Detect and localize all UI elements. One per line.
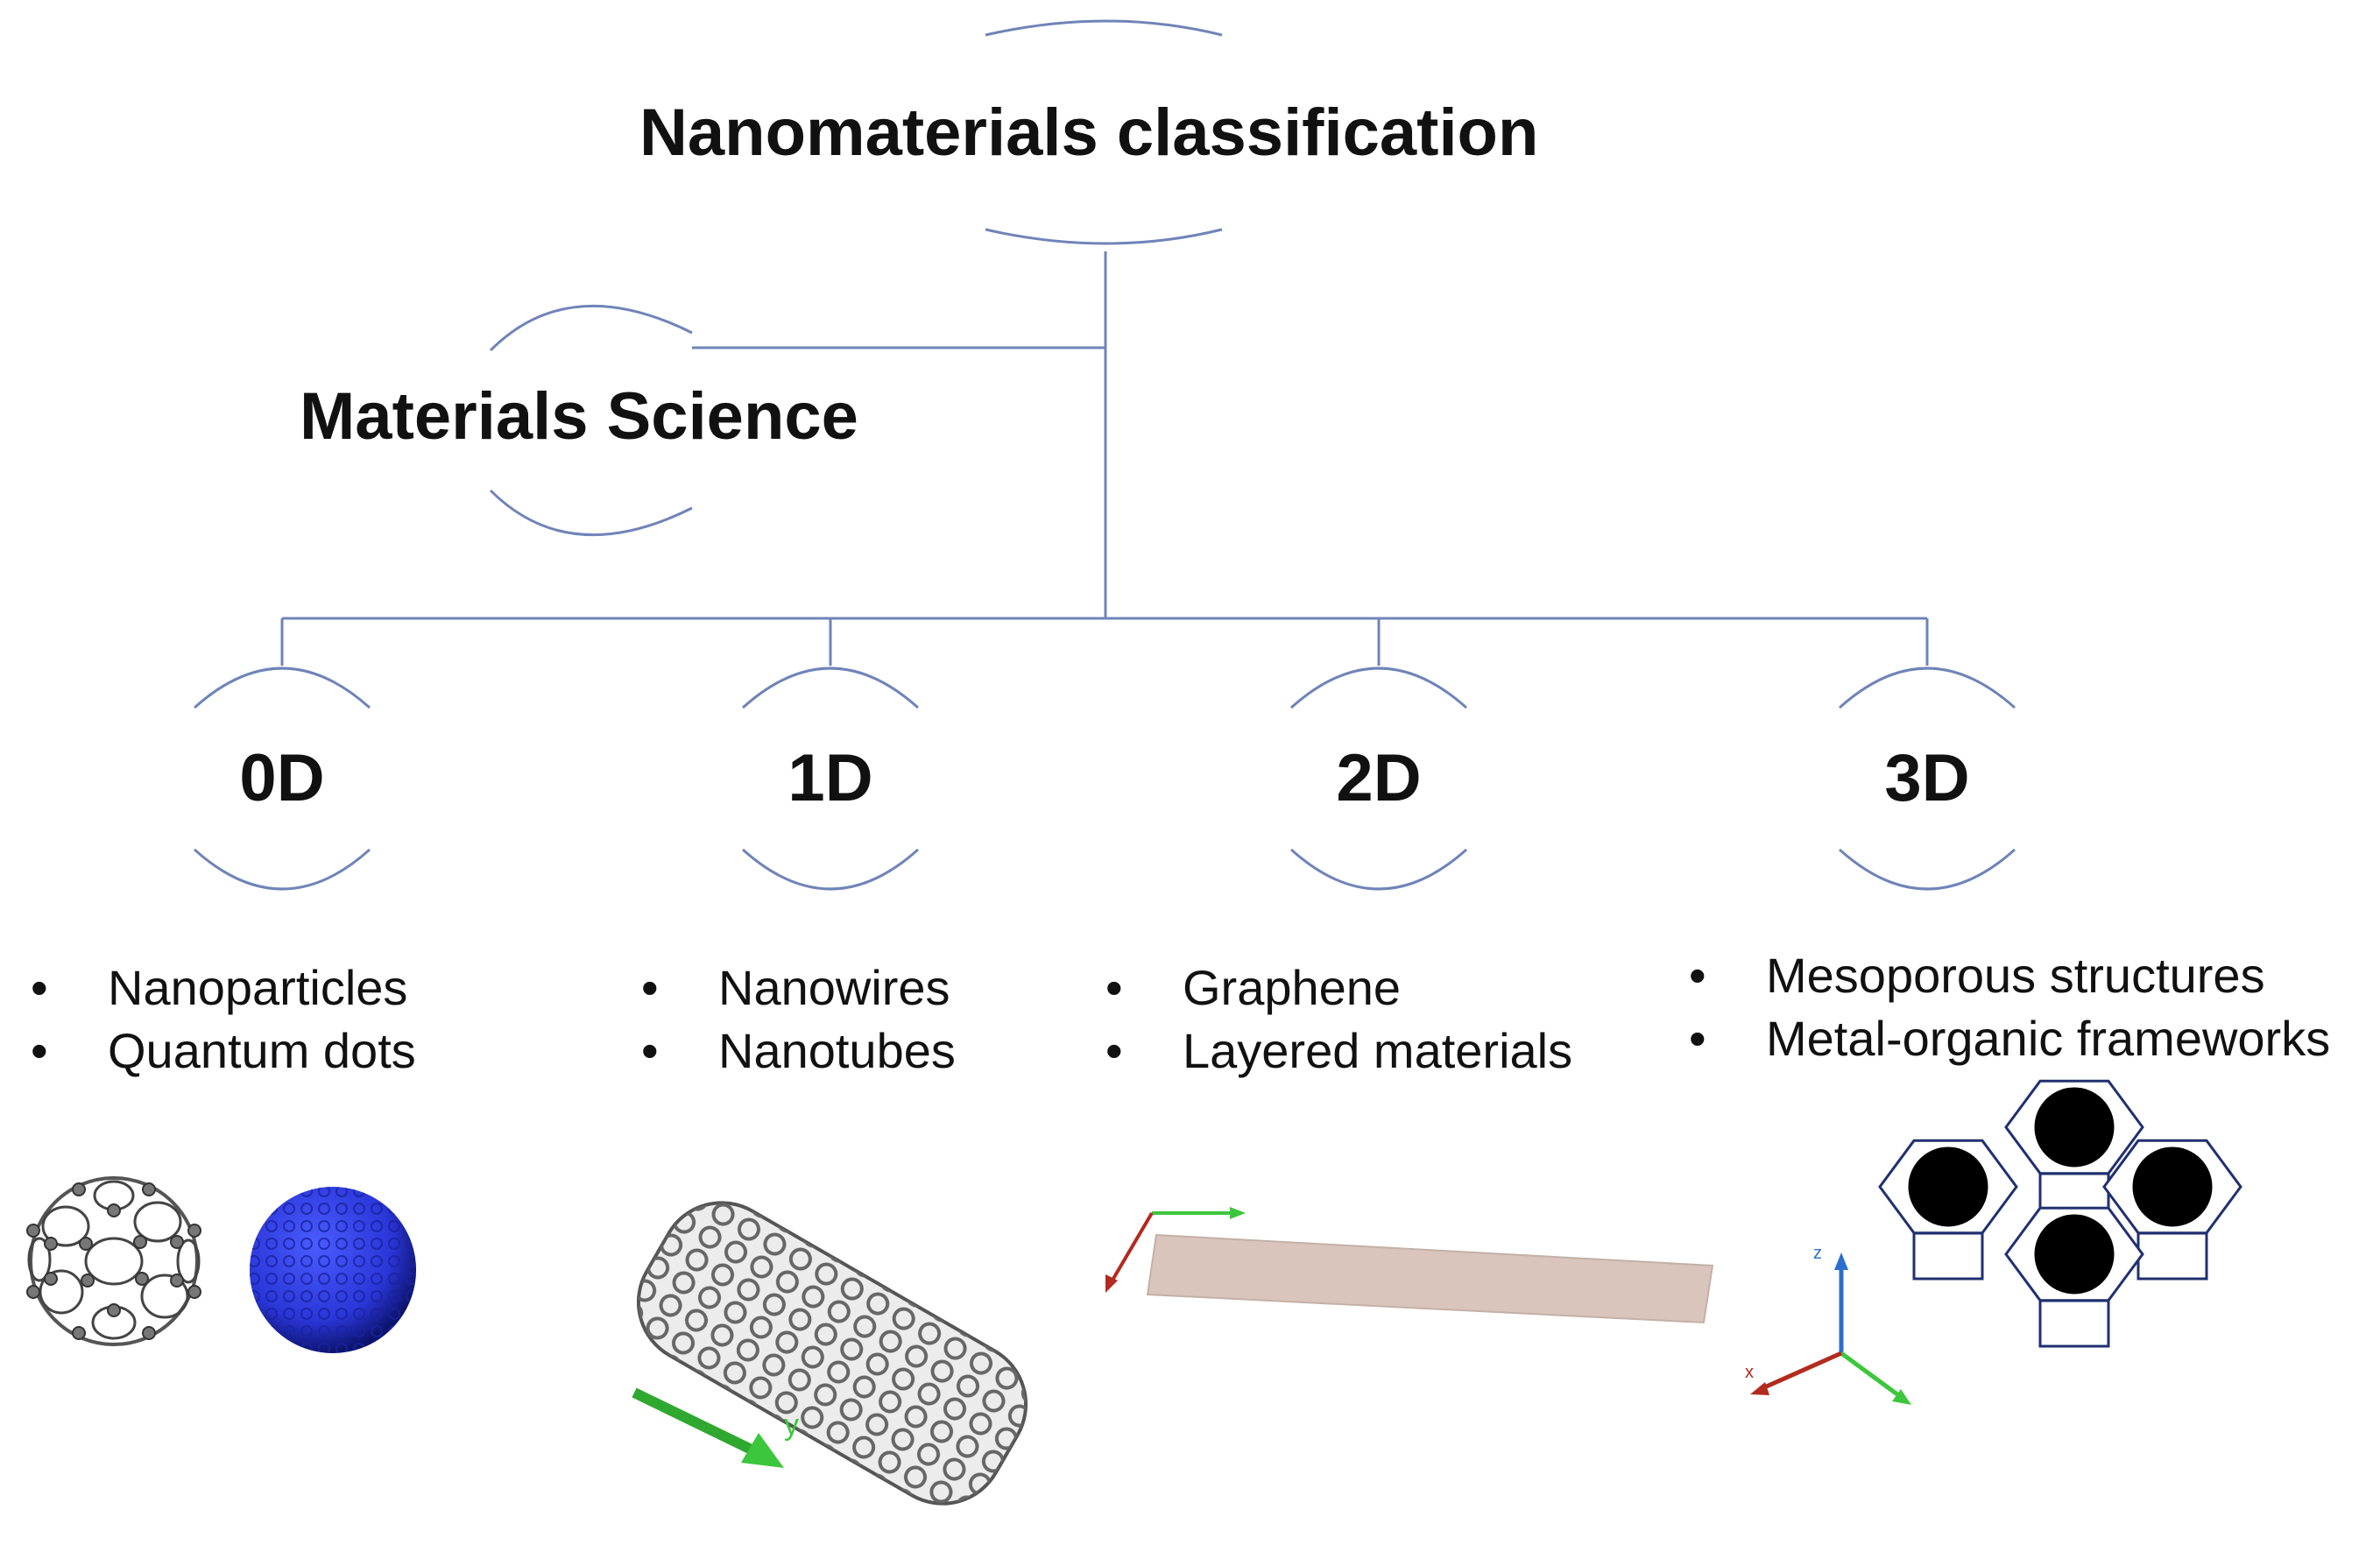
- dim-label-1d: 1D: [787, 741, 873, 815]
- mof-pore-1: [2034, 1087, 2115, 1168]
- carbon-nanotube-icon: [636, 1201, 1028, 1506]
- list-item: Mesoporous structures: [1689, 944, 2330, 1007]
- y-axis-arrow-icon: [632, 1387, 784, 1468]
- axes-triad-3d-icon: [1750, 1252, 1911, 1405]
- subtitle-arc-bottom: [489, 489, 693, 537]
- dim-arc-bottom-1d: [741, 848, 920, 891]
- title-arcs: [489, 19, 1223, 537]
- list-item: Nanowires: [641, 956, 956, 1019]
- graphene-sheet-icon: [1146, 1233, 1714, 1324]
- subtitle-arc-top: [489, 304, 693, 352]
- list-item: Nanotubes: [641, 1019, 956, 1083]
- list-item: Metal-organic frameworks: [1689, 1007, 2330, 1070]
- list-1d: Nanowires Nanotubes: [641, 956, 956, 1083]
- dim-label-3d: 3D: [1884, 741, 1970, 815]
- list-item: Nanoparticles: [31, 956, 416, 1019]
- axis-label-x: x: [1745, 1363, 1754, 1382]
- axis-label-z: z: [1813, 1244, 1822, 1263]
- mof-pore-2: [1908, 1146, 1988, 1227]
- connector-lines: [280, 251, 1929, 666]
- quantum-dot-sphere-icon: [250, 1187, 416, 1353]
- dim-arc-top-3d: [1838, 667, 2016, 709]
- dim-arc-bottom-2d: [1289, 848, 1468, 891]
- list-item: Quantum dots: [31, 1019, 416, 1083]
- title-arc-bottom: [985, 228, 1223, 245]
- title-arc-top: [985, 19, 1223, 37]
- axes-triad-2d-icon: [1105, 1207, 1246, 1293]
- dim-arc-bottom-0d: [193, 848, 371, 891]
- axis-label-y: y: [784, 1408, 799, 1442]
- mof-pore-3: [2132, 1146, 2213, 1227]
- dim-arc-bottom-3d: [1838, 848, 2016, 891]
- dim-arc-top-1d: [741, 667, 920, 709]
- list-2d: Graphene Layered materials: [1105, 956, 1572, 1083]
- dim-label-2d: 2D: [1336, 741, 1422, 815]
- mof-side-4: [2038, 1299, 2110, 1348]
- mof-hexagon-icon: [1878, 1079, 2242, 1348]
- diagram-subtitle: Materials Science: [300, 379, 858, 454]
- dim-label-0d: 0D: [239, 741, 325, 815]
- list-3d: Mesoporous structures Metal-organic fram…: [1689, 944, 2330, 1070]
- dimension-arcs: [193, 667, 2016, 891]
- diagram-title: Nanomaterials classification: [639, 95, 1539, 170]
- dim-arc-top-2d: [1289, 667, 1468, 709]
- list-item: Layered materials: [1105, 1019, 1572, 1083]
- fullerene-icon: [26, 1176, 201, 1346]
- mof-side-3: [2136, 1231, 2208, 1280]
- dim-arc-top-0d: [193, 667, 371, 709]
- list-item: Graphene: [1105, 956, 1572, 1019]
- mof-pore-4: [2034, 1214, 2115, 1295]
- mof-side-2: [1912, 1231, 1984, 1280]
- list-0d: Nanoparticles Quantum dots: [31, 956, 416, 1083]
